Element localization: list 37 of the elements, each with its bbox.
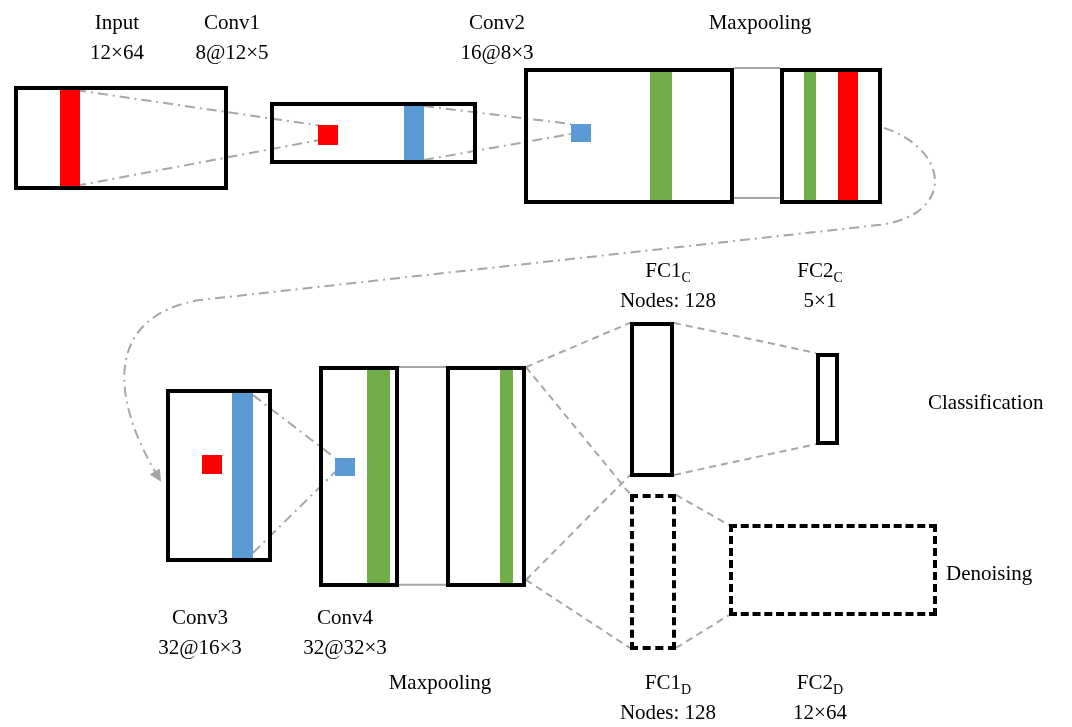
- layer-size: 16@8×3: [459, 40, 535, 64]
- layer-name: FC1$_{D}$: [643, 670, 693, 700]
- connector-line: [423, 105, 573, 126]
- layer-name: Conv1: [203, 10, 261, 34]
- connector-line: [525, 366, 631, 495]
- layer-name: Maxpooling: [387, 670, 493, 694]
- arrow: [123, 126, 936, 482]
- layer-size: 5×1: [802, 288, 838, 312]
- layer-size: 8@12×5: [194, 40, 270, 64]
- layer-name: FC2$_{D}$: [795, 670, 845, 700]
- layer-name: Conv2: [468, 10, 526, 34]
- connector-line: [673, 443, 817, 476]
- connector-line: [398, 583, 447, 586]
- output-label: Denoising: [946, 561, 1033, 585]
- layer-name: Input: [93, 10, 141, 34]
- connector-line: [675, 493, 730, 526]
- connector-line: [733, 197, 781, 199]
- layer-size: 32@32×3: [302, 635, 388, 659]
- layer-name: Maxpooling: [707, 10, 813, 34]
- layer-size: 32@16×3: [157, 635, 243, 659]
- connector-line: [525, 578, 631, 649]
- connector-line: [525, 321, 631, 369]
- layer-name: FC2$_{C}$: [796, 258, 844, 288]
- connector-line: [423, 132, 573, 161]
- connector-line: [398, 366, 447, 369]
- connector-line: [525, 474, 631, 581]
- layer-name: FC1$_{C}$: [644, 258, 692, 288]
- connector-line: [733, 67, 781, 69]
- layer-name: Conv3: [171, 605, 229, 629]
- layer-size: Nodes: 128: [618, 288, 718, 312]
- layer-name: Conv4: [316, 605, 374, 629]
- layer-size: 12×64: [792, 700, 848, 724]
- layer-size: 12×64: [89, 40, 145, 64]
- connector-line: [675, 614, 730, 649]
- connector-line: [673, 321, 817, 354]
- layer-size: Nodes: 128: [618, 700, 718, 724]
- output-label: Classification: [928, 390, 1044, 414]
